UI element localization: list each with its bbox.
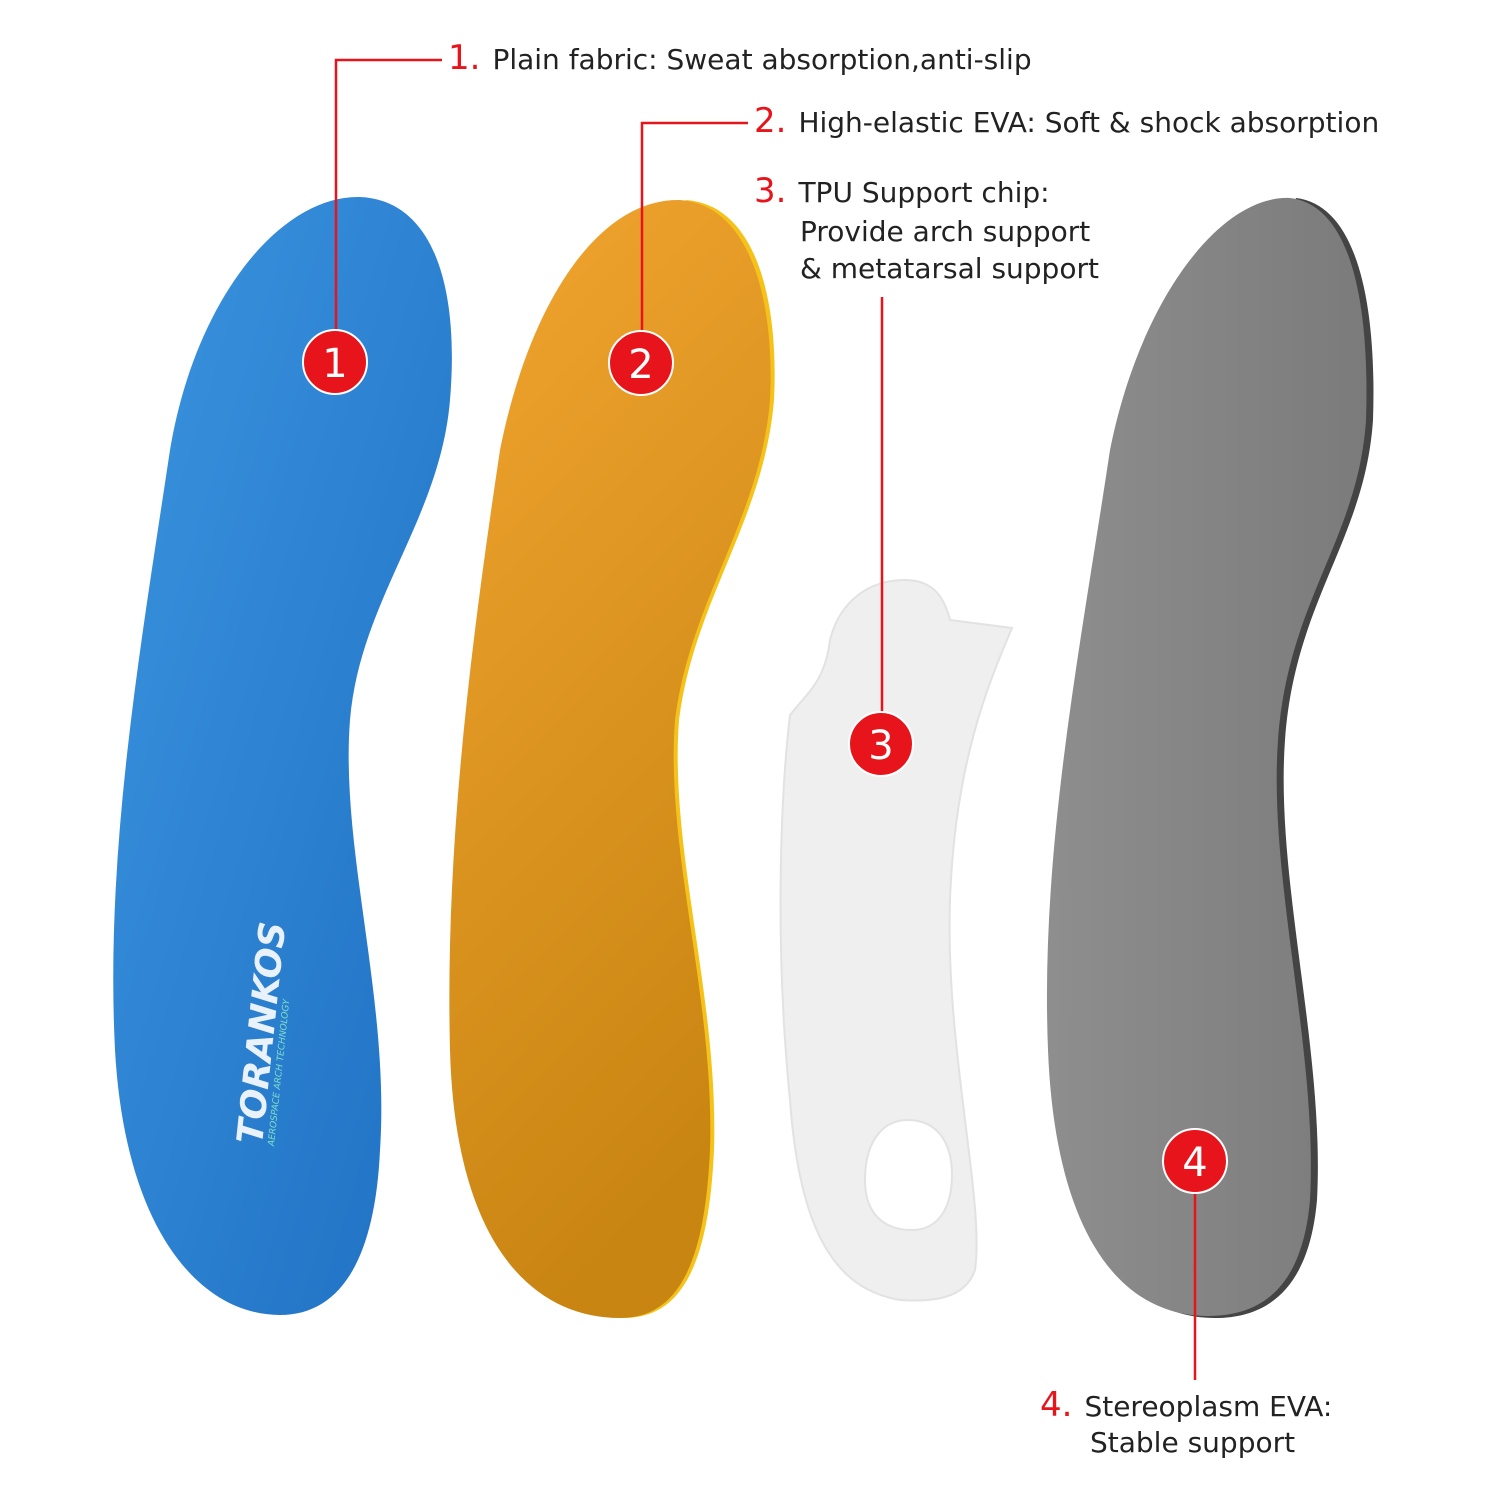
marker-4: 4	[1162, 1128, 1228, 1194]
label-3: 3. TPU Support chip:	[754, 173, 1050, 211]
callout-line-1	[334, 58, 442, 332]
svg-text:4: 4	[1182, 1140, 1207, 1186]
callout-lines	[334, 58, 1197, 1380]
marker-1: 1	[302, 329, 368, 395]
tpu-support-chip	[779, 578, 1014, 1302]
label-2-number: 2.	[754, 101, 787, 141]
label-1-text: Plain fabric: Sweat absorption,anti-slip	[492, 43, 1032, 76]
marker-2: 2	[608, 330, 674, 396]
label-4-line-1: Stable support	[1090, 1426, 1296, 1459]
eva-layer-insole	[449, 199, 771, 1319]
label-1-number: 1.	[448, 38, 481, 78]
svg-text:2: 2	[628, 342, 653, 388]
label-4: 4. Stereoplasm EVA:	[1040, 1387, 1332, 1425]
label-4-text: Stereoplasm EVA:	[1084, 1390, 1333, 1423]
label-1: 1. Plain fabric: Sweat absorption,anti-sl…	[448, 40, 1032, 78]
svg-text:1: 1	[322, 341, 347, 387]
fabric-layer-insole	[113, 196, 452, 1315]
label-2-text: High-elastic EVA: Soft & shock absorptio…	[798, 106, 1380, 139]
label-3-line-1: Provide arch support	[800, 215, 1091, 248]
svg-text:3: 3	[868, 723, 893, 769]
label-4-number: 4.	[1040, 1385, 1073, 1425]
marker-3: 3	[848, 711, 914, 777]
base-layer-insole	[1046, 197, 1367, 1316]
label-3-number: 3.	[754, 171, 787, 211]
label-2: 2. High-elastic EVA: Soft & shock absorpt…	[754, 103, 1379, 141]
label-3-text: TPU Support chip:	[798, 176, 1050, 209]
label-3-line-2: & metatarsal support	[800, 252, 1099, 285]
callout-line-2	[640, 121, 748, 334]
